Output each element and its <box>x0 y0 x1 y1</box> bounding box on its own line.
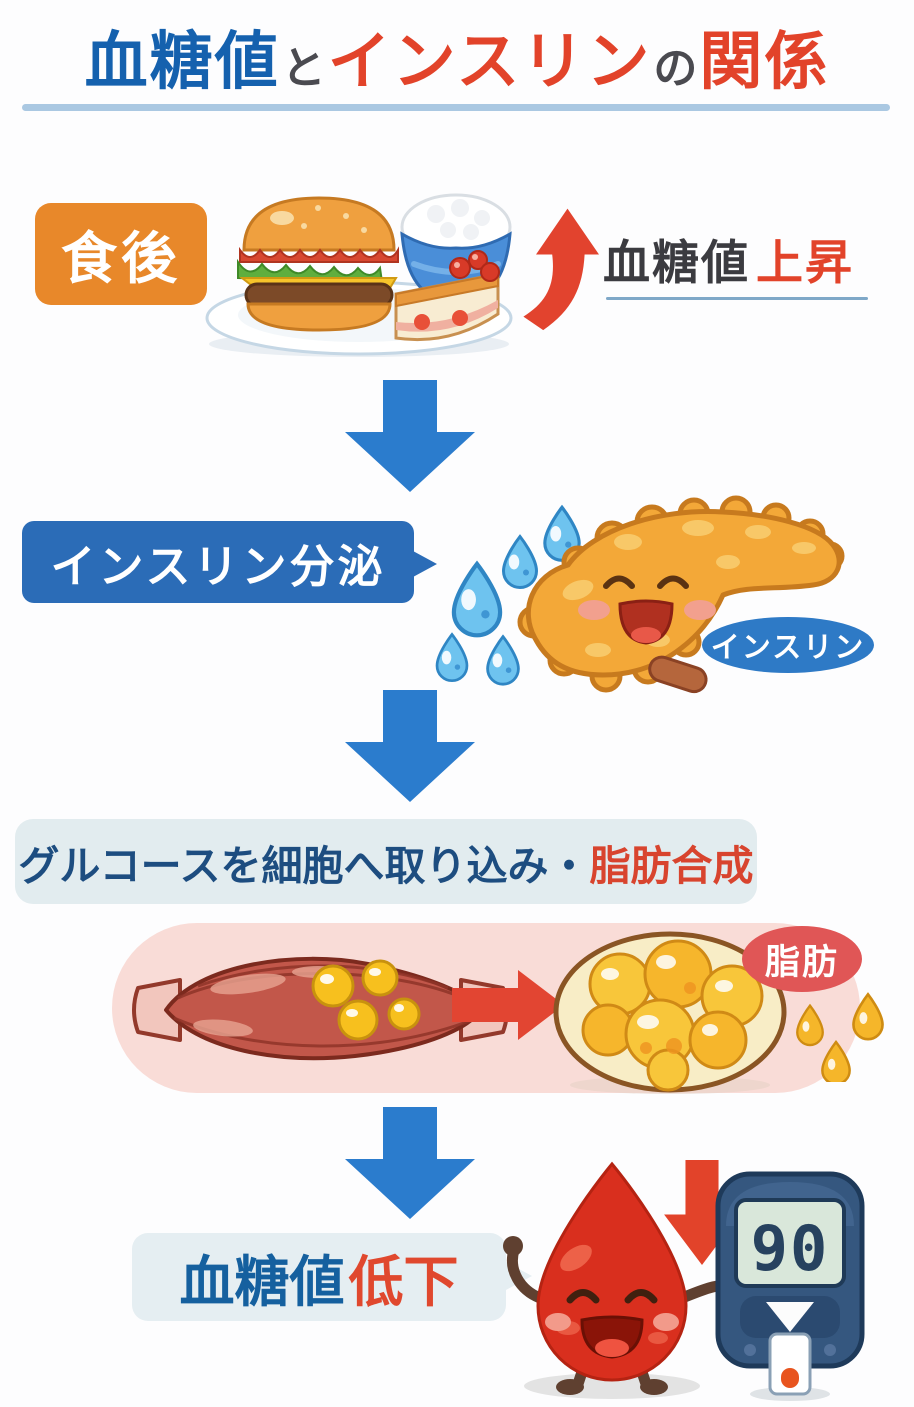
glucose-meter-icon: 90 <box>715 1171 865 1401</box>
insulin-pill-label: インスリン <box>702 617 874 673</box>
page-title: 血糖値とインスリンの関係 <box>0 20 914 121</box>
title-particle-and: と <box>281 44 326 93</box>
blue-down-arrow-icon <box>345 1107 475 1219</box>
rise-label: 血糖値上昇 <box>603 224 854 293</box>
meter-reading: 90 <box>751 1212 830 1285</box>
pancreas-face <box>578 575 716 645</box>
insulin-pill-text: インスリン <box>710 632 866 664</box>
postmeal-badge-label: 食後 <box>61 226 181 290</box>
secretion-bubble-label: インスリン分泌 <box>50 540 386 592</box>
muscle-icon <box>132 956 509 1061</box>
title-relation: 関係 <box>699 27 830 97</box>
uptake-heading: グルコースを細胞へ取り込み・脂肪合成 <box>15 819 757 904</box>
red-right-arrow-icon <box>452 970 564 1040</box>
lowering-bubble: 血糖値低下 <box>132 1233 532 1321</box>
fat-badge-label: 脂肪 <box>764 942 839 982</box>
test-strip <box>768 1332 812 1396</box>
cake-slice <box>394 250 500 342</box>
blue-down-arrow-icon <box>345 690 475 802</box>
blood-drop-icon <box>503 1161 730 1399</box>
fat-cells-icon <box>553 931 787 1094</box>
title-particle-no: の <box>653 44 698 93</box>
rise-label-dark: 血糖値 <box>603 236 750 289</box>
title-insulin: インスリン <box>327 27 652 97</box>
title-blood-sugar: 血糖値 <box>84 27 280 97</box>
meal-plate-icon <box>205 193 513 357</box>
lowering-label-dark: 血糖値 <box>179 1251 345 1313</box>
fat-drops-icon <box>796 992 884 1082</box>
pancreas-icon <box>517 495 845 694</box>
burger <box>237 196 399 332</box>
blue-down-arrow-icon <box>345 380 475 492</box>
uptake-heading-accent: 脂肪合成 <box>589 842 754 889</box>
red-up-arrow-icon <box>523 208 599 331</box>
lowering-label-red: 低下 <box>348 1251 459 1313</box>
rise-underline <box>606 297 868 300</box>
rise-label-red: 上昇 <box>756 236 854 289</box>
blood-drop-face <box>545 1289 679 1359</box>
uptake-heading-main: グルコースを細胞へ取り込み・ <box>18 842 590 889</box>
postmeal-badge: 食後 <box>35 203 207 305</box>
glucose-in-muscle <box>311 959 421 1041</box>
secretion-bubble: インスリン分泌 <box>22 521 437 603</box>
fat-badge: 脂肪 <box>742 926 862 992</box>
title-underline <box>22 104 890 111</box>
